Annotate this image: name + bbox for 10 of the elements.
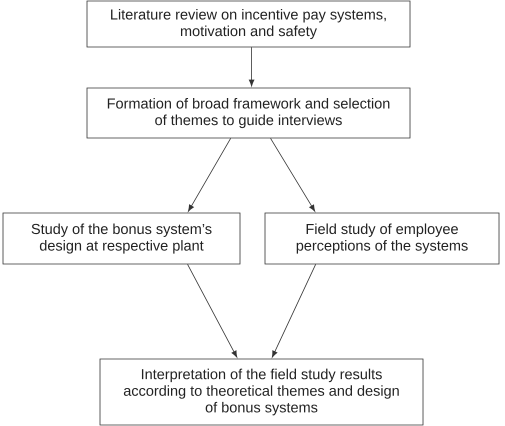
process-box: Literature review on incentive pay systems, motivation and safety <box>86 0 410 48</box>
arrow <box>272 264 316 358</box>
arrow <box>188 138 231 212</box>
arrow <box>270 138 316 212</box>
process-box: Field study of employee perceptions of the systems <box>264 212 500 264</box>
process-box: Study of the bonus system’s design at respective plant <box>2 212 240 264</box>
arrow <box>187 264 238 358</box>
process-box: Formation of broad framework and selection of themes to guide interviews <box>86 88 410 138</box>
process-box: Interpretation of the field study results according to theoretical themes and design of bonus systems <box>100 358 424 426</box>
arrow <box>248 47 254 86</box>
